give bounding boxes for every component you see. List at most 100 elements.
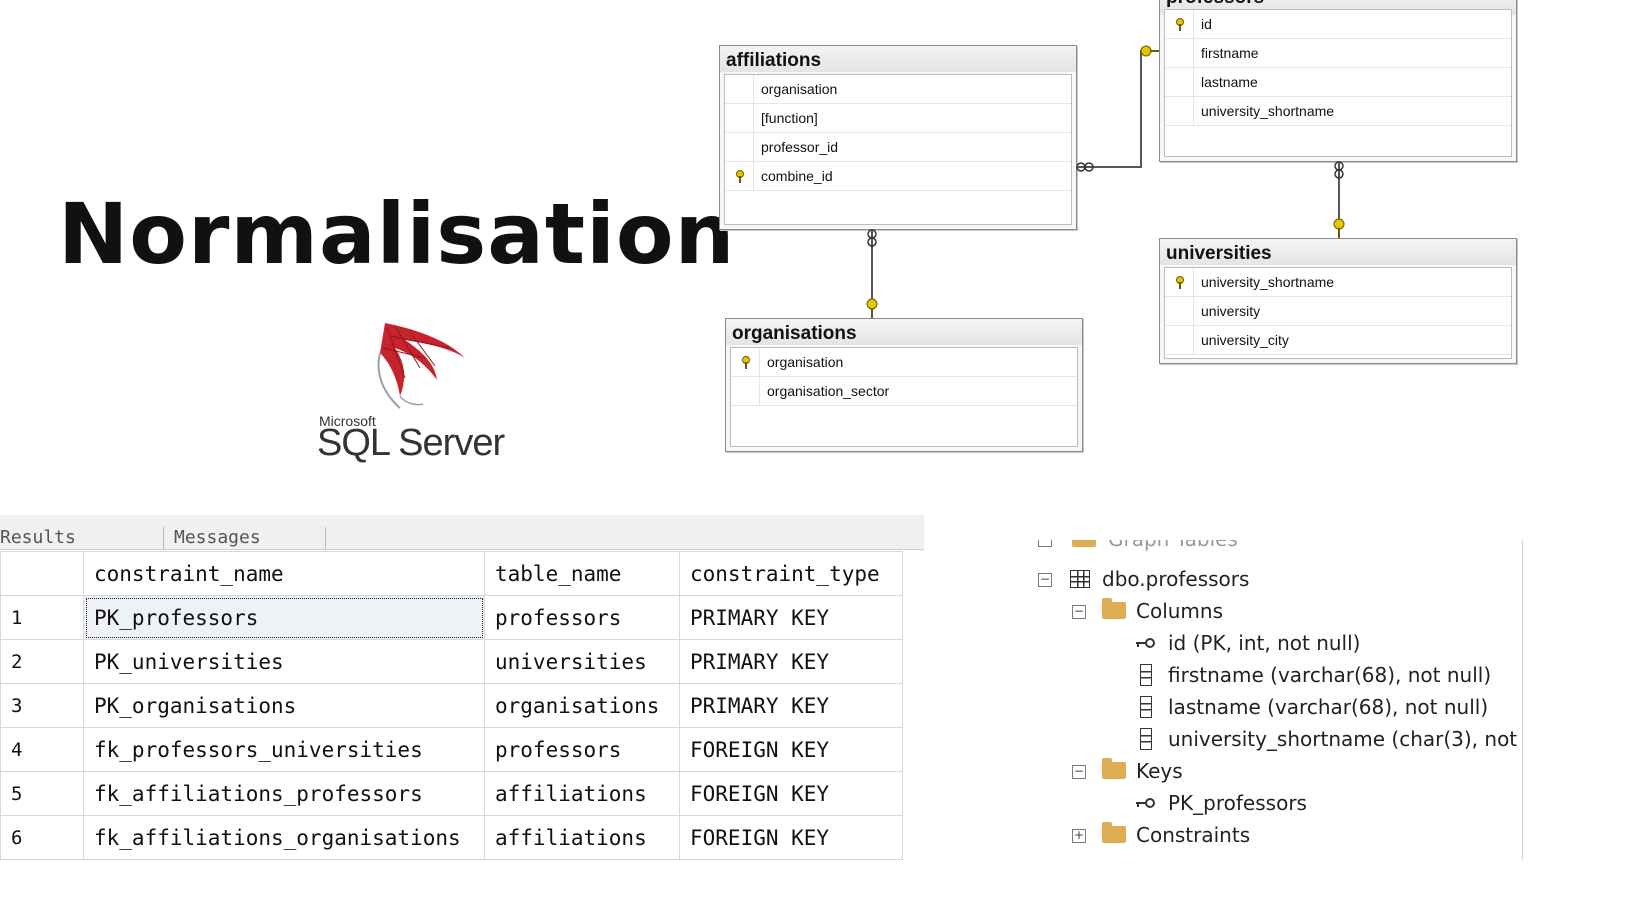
page-title: Normalisation (58, 185, 736, 283)
primary-key-icon (742, 356, 750, 369)
rel-line-affiliations-professors-v (1140, 50, 1142, 168)
collapse-toggle-icon[interactable]: − (1038, 540, 1052, 547)
logo-product-text: SQL Server (317, 422, 505, 464)
er-column: organisation_sector (767, 383, 890, 399)
tree-node-label: dbo.professors (1102, 567, 1250, 591)
tree-node-label: Keys (1136, 759, 1183, 783)
cell-constraint-type[interactable]: FOREIGN KEY (679, 815, 903, 860)
er-column: [function] (761, 110, 818, 126)
column-header[interactable]: table_name (484, 551, 680, 596)
results-grid: constraint_name table_name constraint_ty… (0, 551, 903, 860)
logo-microsoft-text: Microsoft (319, 413, 376, 429)
collapse-toggle-icon[interactable]: − (1072, 764, 1086, 779)
er-column: organisation (761, 81, 838, 97)
cell-constraint-type[interactable]: FOREIGN KEY (679, 771, 903, 816)
cell-constraint-type[interactable]: PRIMARY KEY (679, 639, 903, 684)
key-endpoint-icon (866, 298, 878, 317)
column-icon (1140, 696, 1152, 718)
primary-key-icon (1176, 18, 1184, 31)
row-number: 5 (0, 771, 84, 816)
many-endpoint-icon (1076, 162, 1094, 172)
cell-table-name[interactable]: affiliations (484, 771, 680, 816)
tree-node-label: PK_professors (1168, 791, 1307, 815)
table-row[interactable]: 2 PK_universities universities PRIMARY K… (0, 639, 903, 684)
collapse-toggle-icon[interactable]: − (1072, 604, 1086, 619)
query-results-panel: Results Messages constraint_name table_n… (0, 515, 924, 924)
key-icon (1136, 798, 1155, 808)
row-number: 3 (0, 683, 84, 728)
er-table-title: affiliations (720, 46, 1076, 72)
row-number: 6 (0, 815, 84, 860)
folder-icon (1072, 540, 1096, 547)
er-column: university_shortname (1201, 274, 1335, 290)
tree-node-label: id (PK, int, not null) (1168, 631, 1361, 655)
row-number: 2 (0, 639, 84, 684)
many-endpoint-icon (867, 229, 877, 247)
row-number: 1 (0, 595, 84, 640)
er-column: id (1201, 16, 1212, 32)
cell-table-name[interactable]: professors (484, 595, 680, 640)
cell-table-name[interactable]: organisations (484, 683, 680, 728)
table-row[interactable]: 3 PK_organisations organisations PRIMARY… (0, 683, 903, 728)
tree-node-label: Constraints (1136, 823, 1251, 847)
folder-icon (1102, 598, 1126, 619)
er-column: university (1201, 303, 1261, 319)
key-endpoint-icon (1333, 218, 1345, 237)
object-explorer-tree: − Graph Tables − dbo.professors − Column… (1030, 540, 1523, 860)
cell-table-name[interactable]: universities (484, 639, 680, 684)
er-table-organisations[interactable]: organisations organisation organisation_… (725, 318, 1083, 452)
er-table-title: universities (1160, 239, 1516, 265)
er-column: professor_id (761, 139, 839, 155)
column-icon (1140, 664, 1152, 686)
cell-constraint-type[interactable]: PRIMARY KEY (679, 683, 903, 728)
table-row[interactable]: 4 fk_professors_universities professors … (0, 727, 903, 772)
cell-table-name[interactable]: affiliations (484, 815, 680, 860)
many-endpoint-icon (1334, 161, 1344, 179)
tab-messages[interactable]: Messages (163, 527, 326, 549)
table-row[interactable]: 6 fk_affiliations_organisations affiliat… (0, 815, 903, 860)
key-endpoint-icon (1140, 45, 1159, 57)
rel-line-professors-universities (1338, 160, 1340, 238)
key-icon (1136, 638, 1155, 648)
row-number: 4 (0, 727, 84, 772)
table-row[interactable]: 1 PK_professors professors PRIMARY KEY (0, 595, 903, 640)
cell-table-name[interactable]: professors (484, 727, 680, 772)
column-header[interactable]: constraint_type (679, 551, 903, 596)
results-tab-strip: Results Messages (0, 515, 924, 550)
folder-icon (1102, 758, 1126, 779)
sql-server-logo: Microsoft SQL Server (315, 318, 505, 468)
er-table-title: organisations (726, 319, 1082, 345)
cell-constraint-name[interactable]: fk_affiliations_organisations (83, 815, 485, 860)
er-column: lastname (1201, 74, 1258, 90)
rel-line-affiliations-organisations (871, 230, 873, 318)
collapse-toggle-icon[interactable]: − (1038, 572, 1052, 587)
cell-constraint-name[interactable]: PK_organisations (83, 683, 485, 728)
table-icon (1070, 570, 1090, 588)
row-number-header (0, 551, 84, 596)
expand-toggle-icon[interactable]: + (1072, 828, 1086, 843)
er-column: organisation (767, 354, 844, 370)
tree-node-label: lastname (varchar(68), not null) (1168, 695, 1489, 719)
results-header-row: constraint_name table_name constraint_ty… (0, 551, 903, 596)
column-header[interactable]: constraint_name (83, 551, 485, 596)
tree-node-label: university_shortname (char(3), not nu (1168, 727, 1523, 751)
tab-results[interactable]: Results (0, 527, 76, 548)
cell-constraint-name[interactable]: fk_affiliations_professors (83, 771, 485, 816)
cell-constraint-type[interactable]: PRIMARY KEY (679, 595, 903, 640)
table-row[interactable]: 5 fk_affiliations_professors affiliation… (0, 771, 903, 816)
sql-server-swoosh-icon (377, 323, 465, 409)
primary-key-icon (736, 170, 744, 183)
primary-key-icon (1176, 276, 1184, 289)
cell-constraint-name[interactable]: PK_universities (83, 639, 485, 684)
cell-constraint-name[interactable]: PK_professors (83, 595, 485, 640)
er-column: combine_id (761, 168, 833, 184)
er-table-universities[interactable]: universities university_shortname univer… (1159, 238, 1517, 364)
er-table-professors[interactable]: professors id firstname lastname univers… (1159, 0, 1517, 162)
cell-constraint-name[interactable]: fk_professors_universities (83, 727, 485, 772)
er-column: university_city (1201, 332, 1289, 348)
rel-line-affiliations-professors-h1 (1078, 166, 1142, 168)
folder-icon (1102, 822, 1126, 843)
er-table-affiliations[interactable]: affiliations organisation [function] pro… (719, 45, 1077, 230)
tree-node-label: Columns (1136, 599, 1224, 623)
cell-constraint-type[interactable]: FOREIGN KEY (679, 727, 903, 772)
